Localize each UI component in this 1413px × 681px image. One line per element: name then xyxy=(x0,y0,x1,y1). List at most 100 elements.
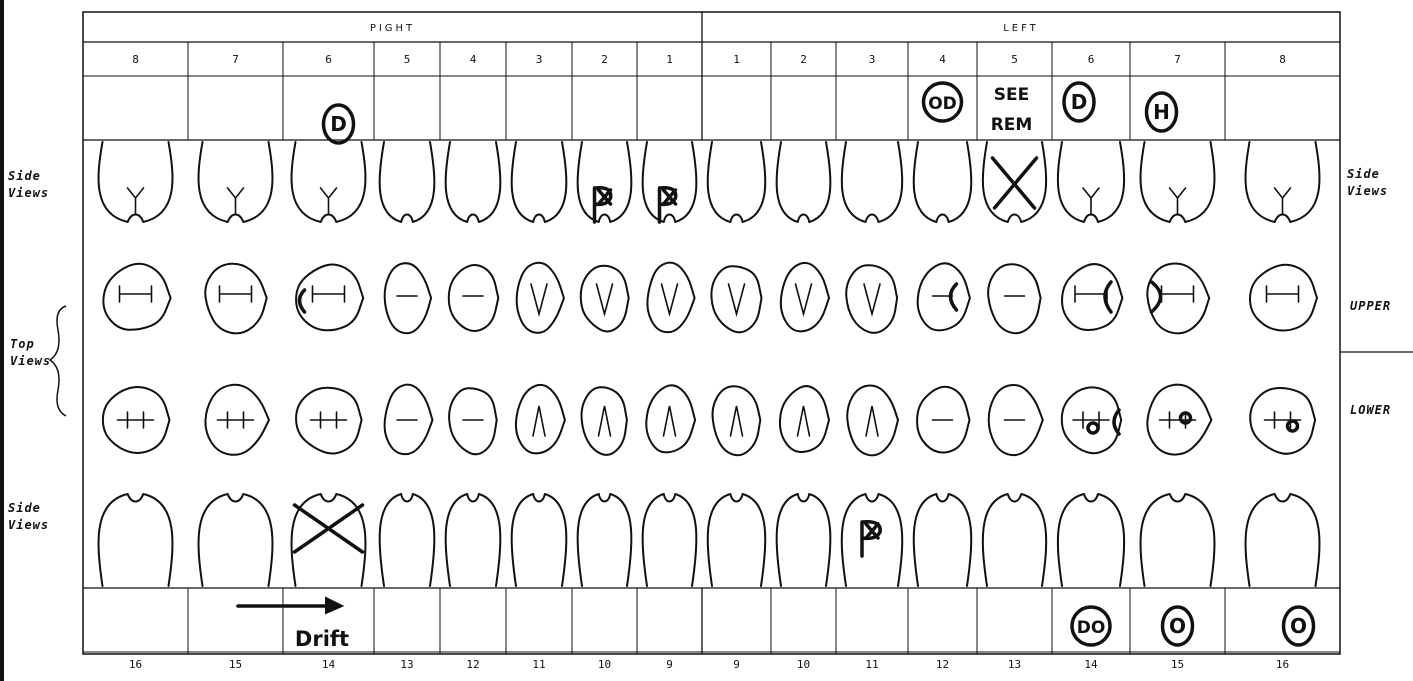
lower-side-view-tooth xyxy=(292,494,366,586)
lower-tooth-number: 13 xyxy=(400,658,413,671)
lower-top-view-tooth xyxy=(713,386,761,455)
upper-tooth-number: 6 xyxy=(1088,53,1095,66)
svg-text:O: O xyxy=(1169,614,1186,638)
upper-tooth-number: 7 xyxy=(232,53,239,66)
svg-text:OD: OD xyxy=(928,94,957,114)
lower-note-circle: O xyxy=(1284,607,1314,645)
svg-text:O: O xyxy=(1290,614,1307,638)
lower-top-view-tooth xyxy=(385,385,433,455)
lower-tooth-number: 11 xyxy=(532,658,545,671)
svg-text:REM: REM xyxy=(991,115,1033,135)
upper-side-view-tooth xyxy=(1058,142,1124,222)
lower-top-view-tooth xyxy=(1250,388,1315,454)
lower-top-view-tooth xyxy=(296,388,362,454)
lower-tooth-number: 10 xyxy=(797,658,810,671)
lower-tooth-number: 16 xyxy=(1276,658,1289,671)
lower-tooth-number: 14 xyxy=(322,658,336,671)
upper-tooth-number: 4 xyxy=(939,53,946,66)
lower-top-view-tooth xyxy=(582,387,627,455)
extraction-mark-lower xyxy=(295,505,363,552)
lower-tooth-number: 10 xyxy=(598,658,611,671)
upper-side-view-tooth xyxy=(777,142,831,222)
lower-top-view-tooth xyxy=(205,385,269,455)
drift-text: Drift xyxy=(295,627,349,651)
lower-tooth-number: 16 xyxy=(129,658,142,671)
lower-top-view-tooth xyxy=(917,387,969,453)
lower-side-view-tooth xyxy=(380,494,435,586)
svg-text:DO: DO xyxy=(1077,618,1106,638)
upper-top-view-tooth xyxy=(918,263,970,330)
lower-side-view-tooth xyxy=(777,494,831,586)
upper-tooth-number: 5 xyxy=(1011,53,1018,66)
upper-side-view-tooth xyxy=(512,142,567,222)
upper-tooth-number: 3 xyxy=(536,53,543,66)
upper-side-view-tooth xyxy=(578,142,632,222)
lower-tooth-number: 15 xyxy=(1171,658,1184,671)
upper-note-circle: D xyxy=(324,105,354,143)
upper-top-view-tooth xyxy=(103,264,170,330)
upper-side-view-tooth xyxy=(708,142,766,222)
upper-side-view-tooth xyxy=(380,142,435,222)
pontic-mark-lower xyxy=(862,522,880,556)
upper-note-circle: OD xyxy=(924,83,962,121)
upper-side-view-tooth xyxy=(914,142,972,222)
lower-top-view-tooth xyxy=(449,388,497,454)
lower-tooth-number: 14 xyxy=(1084,658,1098,671)
lower-top-view-tooth xyxy=(516,385,565,454)
lower-top-view-tooth xyxy=(989,385,1043,455)
lower-note-circle: O xyxy=(1163,607,1193,645)
upper-tooth-number: 3 xyxy=(869,53,876,66)
lower-side-view-tooth xyxy=(708,494,766,586)
top-views-brace xyxy=(50,306,66,416)
lower-note-circle: DO xyxy=(1072,607,1110,645)
lower-side-view-tooth xyxy=(643,494,697,586)
lower-side-view-tooth xyxy=(842,494,902,586)
upper-tooth-number: 7 xyxy=(1174,53,1181,66)
upper-top-view-tooth xyxy=(846,265,897,333)
svg-text:SEE: SEE xyxy=(994,85,1029,105)
header-right-label: PIGHT xyxy=(370,23,415,34)
lower-top-view-tooth xyxy=(103,387,170,453)
upper-top-view-tooth xyxy=(647,263,694,333)
upper-side-view-tooth xyxy=(643,142,697,222)
lower-tooth-number: 11 xyxy=(865,658,878,671)
upper-note-see-rem: SEE REM xyxy=(991,85,1033,135)
svg-text:D: D xyxy=(330,112,347,136)
upper-top-view-tooth xyxy=(517,263,564,333)
upper-tooth-number: 1 xyxy=(666,53,673,66)
svg-text:H: H xyxy=(1153,100,1170,124)
upper-note-circle: D xyxy=(1064,83,1094,121)
upper-top-view-tooth xyxy=(1062,264,1122,330)
lower-side-view-tooth xyxy=(1058,494,1124,586)
upper-top-view-tooth xyxy=(988,264,1040,333)
upper-tooth-number: 1 xyxy=(733,53,740,66)
lower-side-view-tooth xyxy=(199,494,273,586)
upper-top-view-tooth xyxy=(581,266,629,332)
upper-top-view-tooth xyxy=(385,263,431,333)
upper-top-view-tooth xyxy=(449,265,499,331)
lower-top-view-tooth xyxy=(646,385,695,452)
lower-tooth-number: 15 xyxy=(229,658,242,671)
upper-tooth-number: 6 xyxy=(325,53,332,66)
extraction-mark-upper xyxy=(993,158,1037,208)
upper-side-view-tooth xyxy=(199,142,273,222)
upper-top-view-tooth xyxy=(711,266,761,332)
lower-top-view-tooth xyxy=(847,385,898,455)
upper-top-view-tooth xyxy=(1250,265,1317,331)
upper-top-view-tooth xyxy=(1147,263,1209,333)
upper-top-view-tooth xyxy=(296,264,363,330)
lower-side-view-tooth xyxy=(1141,494,1215,586)
lower-side-view-tooth xyxy=(578,494,632,586)
lower-side-view-tooth xyxy=(512,494,567,586)
svg-text:D: D xyxy=(1071,90,1088,114)
lower-tooth-number: 9 xyxy=(733,658,740,671)
upper-side-view-tooth xyxy=(1141,142,1215,222)
lower-side-view-tooth xyxy=(99,494,173,586)
lower-side-view-tooth xyxy=(983,494,1046,586)
upper-side-view-tooth xyxy=(99,142,173,222)
lower-side-view-tooth xyxy=(1246,494,1320,586)
upper-side-view-tooth xyxy=(292,142,366,222)
lower-tooth-number: 13 xyxy=(1008,658,1021,671)
